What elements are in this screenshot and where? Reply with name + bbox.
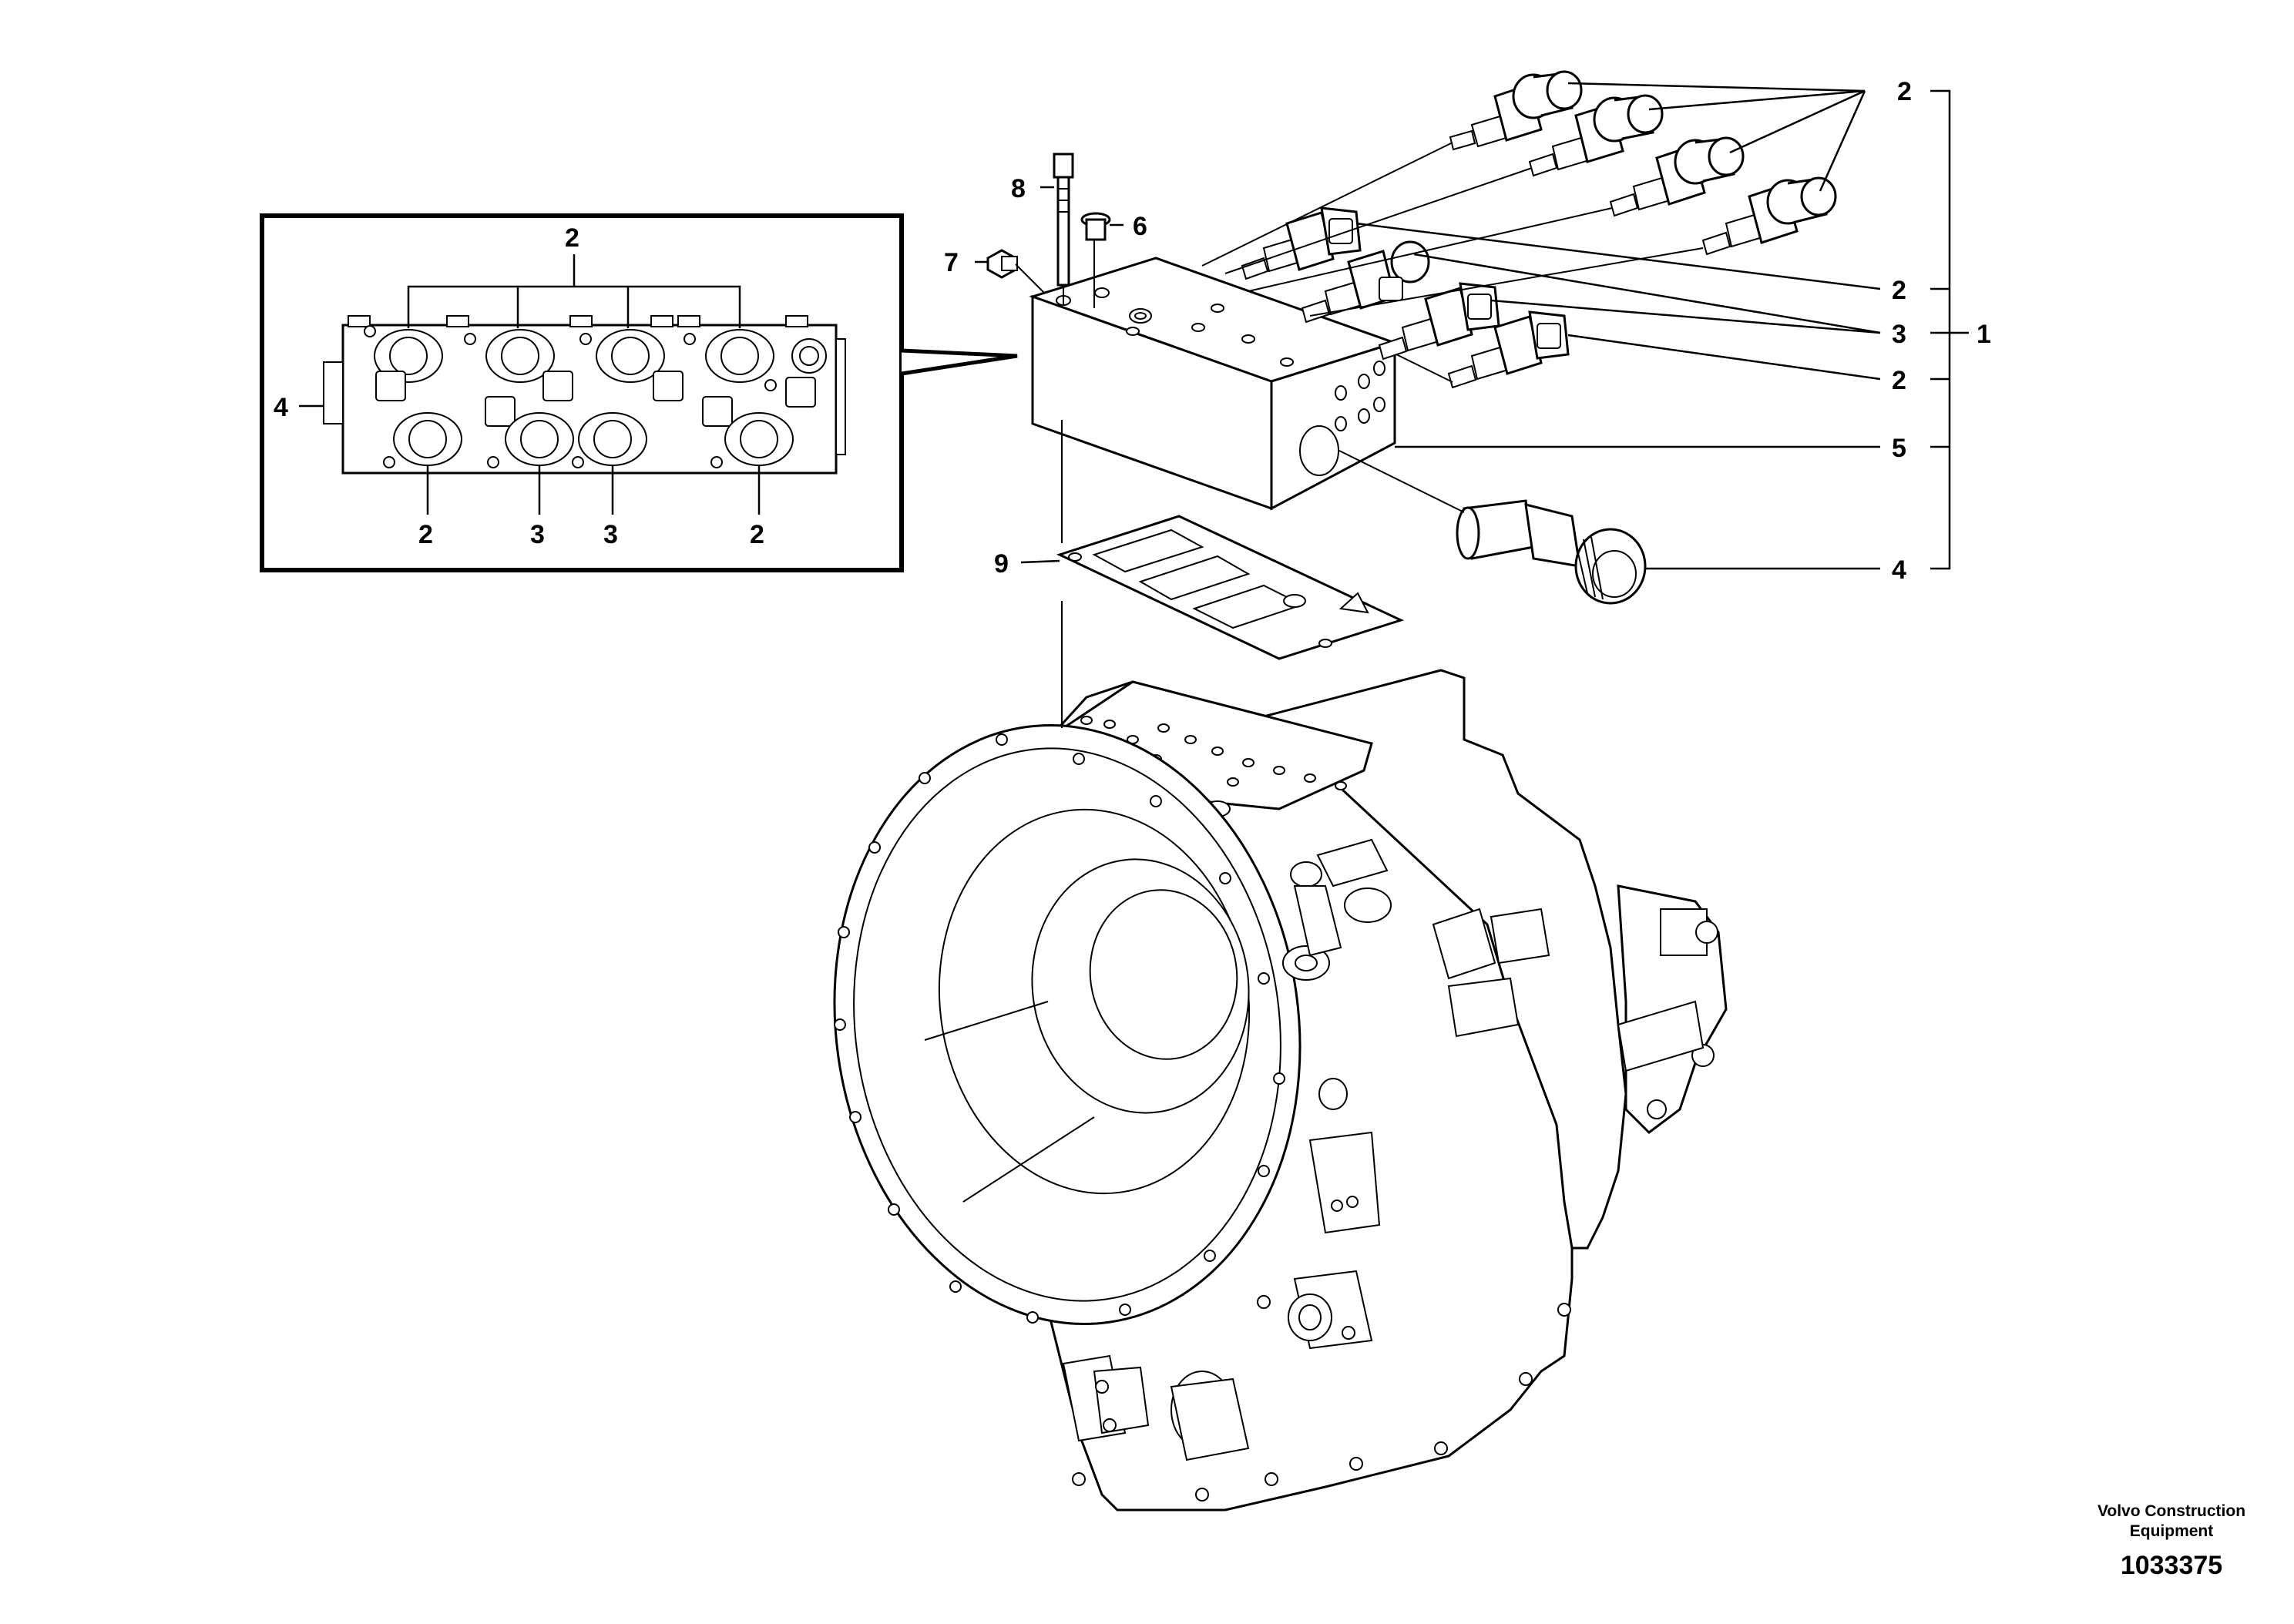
solenoid-b	[1528, 94, 1664, 177]
callout-2-top: 2	[1897, 77, 1912, 106]
inset-callout-2-bottom-left: 2	[418, 520, 433, 549]
callout-8: 8	[1011, 174, 1026, 203]
inset-frame	[260, 213, 904, 572]
solenoid-f	[1301, 240, 1430, 324]
solenoid-h	[1447, 310, 1570, 389]
callout-2-low: 2	[1892, 366, 1906, 395]
callout-3: 3	[1892, 320, 1906, 349]
drawing-number: 1033375	[2121, 1551, 2222, 1580]
callout-2-mid: 2	[1892, 276, 1906, 305]
solenoid-valves	[1241, 70, 1837, 389]
pressure-valve-item-4	[1456, 499, 1647, 605]
callout-1: 1	[1977, 320, 1991, 349]
solenoid-c	[1609, 136, 1745, 217]
callout-5: 5	[1892, 434, 1906, 463]
callout-4: 4	[1892, 555, 1906, 585]
inset-leaders	[299, 254, 761, 515]
inset-callout-2-bottom-right: 2	[750, 520, 764, 549]
plug-item-6	[1080, 212, 1111, 241]
callout-7: 7	[944, 248, 959, 277]
callout-6: 6	[1133, 212, 1147, 241]
inset-callout-2-top: 2	[565, 223, 579, 253]
callout-leaders	[975, 82, 1969, 570]
inset-callout-3-bottom-b: 3	[603, 520, 618, 549]
plug-item-7	[986, 249, 1018, 279]
alignment-lines	[1015, 142, 1704, 728]
company-line-2: Equipment	[2130, 1522, 2214, 1540]
inset-pointer	[901, 348, 1018, 376]
solenoid-d	[1701, 176, 1837, 256]
bolt-item-8	[1053, 153, 1074, 287]
valve-block	[1029, 257, 1399, 511]
footer: Volvo Construction Equipment 1033375	[2098, 1502, 2245, 1580]
gasket-item-9	[1056, 515, 1405, 660]
callout-9: 9	[994, 549, 1009, 579]
solenoid-e	[1241, 206, 1362, 280]
inset-valve-block	[323, 315, 846, 475]
solenoid-a	[1449, 70, 1583, 151]
inset-callout-4: 4	[274, 393, 288, 422]
inset-detail-view: 2 4 2 3 3 2	[260, 213, 1018, 572]
inset-callout-3-bottom-a: 3	[530, 520, 545, 549]
transmission-housing	[833, 669, 1728, 1512]
company-line-1: Volvo Construction	[2098, 1502, 2245, 1520]
